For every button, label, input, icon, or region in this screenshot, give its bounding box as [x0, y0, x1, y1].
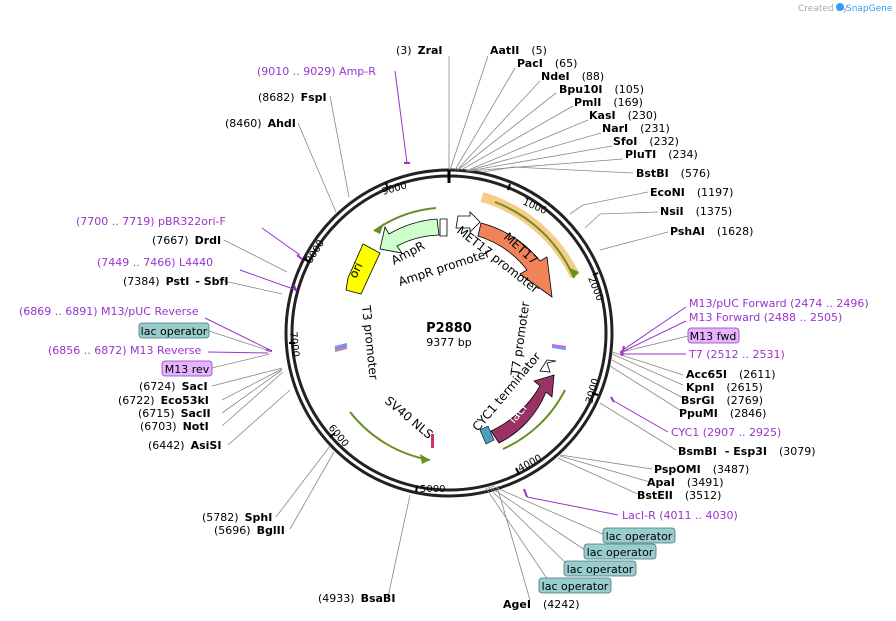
primer-laci-r: LacI-R (4011 .. 4030): [622, 509, 738, 522]
t7-promoter-marks: [551, 344, 567, 350]
sv40-nls-mark: [431, 434, 434, 448]
enzyme-econi: EcoNI(1197): [650, 186, 733, 199]
enzyme-acc65i: Acc65I(2611): [686, 368, 776, 381]
svg-text:M13 rev: M13 rev: [165, 363, 210, 376]
svg-text:lac operator: lac operator: [141, 325, 208, 338]
credit-brand: SnapGene: [846, 4, 893, 14]
box-lac-operator-4: lac operator: [538, 577, 612, 594]
enzyme-sacii: (6715)SacII: [138, 407, 211, 420]
svg-text:M13 fwd: M13 fwd: [690, 330, 737, 343]
tick-5000: 5000: [420, 484, 445, 495]
primer-cyc1: CYC1 (2907 .. 2925): [671, 426, 781, 439]
svg-text:lac operator: lac operator: [587, 546, 654, 559]
enzyme-bsrgi: BsrGI(2769): [681, 394, 763, 407]
tick-7000: 7000: [287, 331, 301, 357]
snapgene-logo-icon: [836, 3, 844, 11]
enzyme-pluti: PluTI(234): [625, 148, 698, 161]
enzyme-aatii: AatII(5): [490, 44, 547, 57]
box-lac-operator-2: lac operator: [583, 543, 657, 560]
svg-text:lac operator: lac operator: [606, 530, 673, 543]
enzyme-bpu10i: Bpu10I(105): [559, 83, 644, 96]
enzyme-nari: NarI(231): [602, 122, 670, 135]
box-m13-rev: M13 rev: [161, 360, 213, 377]
enzyme-sfoi: SfoI(232): [613, 135, 679, 148]
enzyme-pmli: PmlI(169): [574, 96, 643, 109]
enzyme-kasi: KasI(230): [589, 109, 657, 122]
enzyme-ahdi: (8460)AhdI: [225, 117, 296, 130]
enzyme-saci: (6724)SacI: [139, 380, 208, 393]
sv40-nls-label: SV40 NLS: [382, 394, 436, 442]
primer-m13-puc-reverse: (6869 .. 6891) M13/pUC Reverse: [19, 305, 199, 318]
t3-promoter-label: T3 promoter: [359, 304, 381, 381]
enzyme-bsmbi: BsmBI- Esp3I(3079): [678, 445, 816, 458]
enzyme-pshai: PshAI(1628): [670, 225, 753, 238]
t3-promoter-marks: [334, 343, 348, 352]
enzyme-sphi: (5782)SphI: [202, 511, 272, 524]
box-m13-fwd: M13 fwd: [687, 327, 740, 344]
ori-arrow: [345, 243, 381, 295]
primer-pbr322ori-f: (7700 .. 7719) pBR322ori-F: [76, 215, 226, 228]
primer-m13-puc-forward: M13/pUC Forward (2474 .. 2496): [689, 297, 869, 310]
primer-amp-r: (9010 .. 9029) Amp-R: [257, 65, 376, 78]
svg-text:lac operator: lac operator: [567, 563, 634, 576]
enzyme-asisi: (6442)AsiSI: [148, 439, 221, 452]
box-lac-operator-1: lac operator: [602, 527, 676, 544]
cyc1-terminator-label: CYC1 terminator: [470, 349, 544, 433]
enzyme-bglii: (5696)BglII: [214, 524, 285, 537]
plasmid-name: P2880: [426, 321, 472, 336]
enzyme-psti: (7384)PstI- SbfI: [123, 275, 228, 288]
tick-3000: 3000: [584, 377, 602, 404]
laci-arrow: [490, 374, 555, 444]
enzyme-paci: PacI(65): [517, 57, 577, 70]
enzyme-kpni: KpnI(2615): [686, 381, 763, 394]
laci-cds-line: [502, 389, 566, 450]
met17-cds-line: [494, 201, 575, 279]
ampr-promoter-arrow: [439, 218, 448, 237]
primer-m13-reverse: (6856 .. 6872) M13 Reverse: [48, 344, 201, 357]
plasmid-length: 9377 bp: [426, 336, 471, 349]
enzyme-bsteii: BstEII(3512): [637, 489, 721, 502]
ori-label: ori: [346, 260, 365, 280]
primer-l4440: (7449 .. 7466) L4440: [97, 256, 213, 269]
enzyme-pspomi: PspOMI(3487): [654, 463, 749, 476]
enzyme-agei: AgeI(4242): [503, 598, 580, 611]
enzyme-apai: ApaI(3491): [647, 476, 723, 489]
enzyme-bstbi: BstBI(576): [636, 167, 710, 180]
enzyme-zrai: (3)ZraI: [396, 44, 443, 57]
enzyme-drdi: (7667)DrdI: [152, 234, 221, 247]
met17-arrow: [477, 222, 553, 298]
cyc1-terminator-mark: [479, 425, 495, 445]
enzyme-ndei: NdeI(88): [541, 70, 604, 83]
enzyme-fspi: (8682)FspI: [258, 91, 327, 104]
enzyme-bsabi: (4933)BsaBI: [318, 592, 395, 605]
enzyme-nsii: NsiI(1375): [660, 205, 732, 218]
sv40-nls-cds-line: [349, 411, 431, 461]
tick-4000: 4000: [516, 453, 544, 475]
box-lac-operator-3: lac operator: [563, 560, 637, 577]
enzyme-noti: (6703)NotI: [140, 420, 209, 433]
t7-promoter-arrow: [539, 359, 557, 373]
svg-text:lac operator: lac operator: [542, 580, 609, 593]
primer-m13-forward: M13 Forward (2488 .. 2505): [689, 311, 842, 324]
primer-t7: T7 (2512 .. 2531): [688, 348, 785, 361]
enzyme-eco53ki: (6722)Eco53kI: [118, 394, 209, 407]
credit-text: Created by: [798, 4, 848, 14]
box-lac-operator-left: lac operator: [138, 322, 210, 339]
met17-promoter-arrow: [455, 211, 481, 233]
ampr-arrow: [379, 218, 440, 254]
enzyme-ppumi: PpuMI(2846): [679, 407, 766, 420]
